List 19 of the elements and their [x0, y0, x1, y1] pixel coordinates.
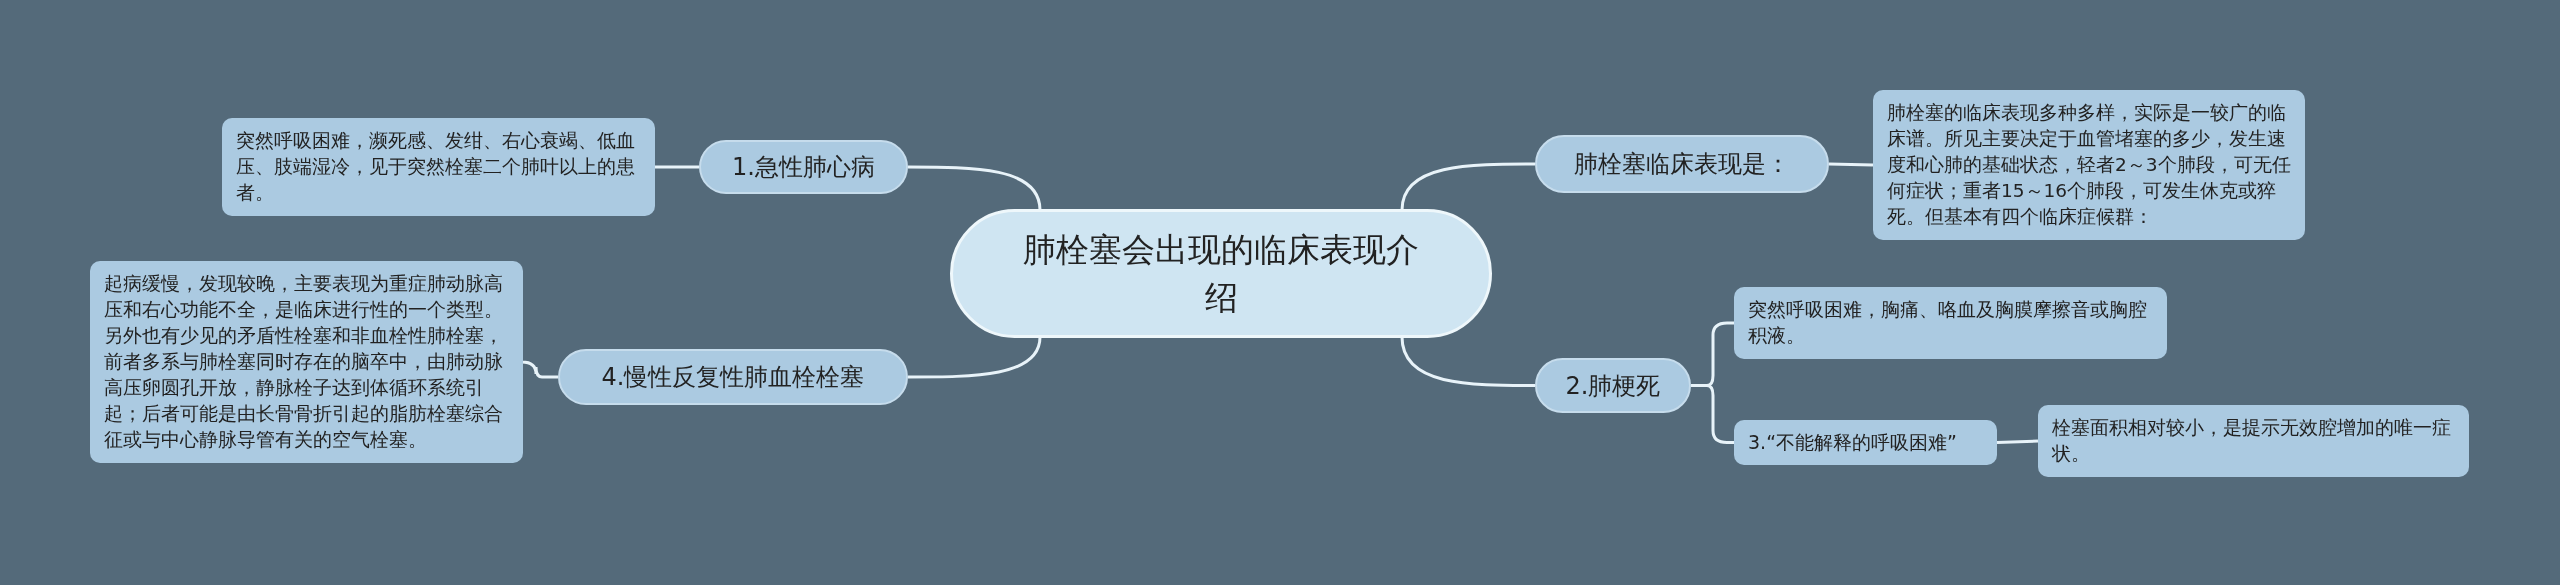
topic-pill: 1.急性肺心病	[699, 140, 908, 194]
connector-line	[908, 336, 1042, 379]
text-box: 突然呼吸困难，濒死感、发绀、右心衰竭、低血压、肢端湿冷，见于突然栓塞二个肺叶以上的患者。	[222, 118, 655, 216]
text-box: 3.“不能解释的呼吸困难”	[1734, 420, 1997, 465]
text-box: 起病缓慢，发现较晚，主要表现为重症肺动脉高压和右心功能不全，是临床进行性的一个类型。另外也有少见的矛盾性栓塞和非血栓性肺栓塞，前者多系与肺栓塞同时存在的脑卒中，由肺动脉高压卵圆孔开放，静脉栓子达到体循环系统引起；后者可能是由长骨骨折引起的脂肪栓塞综合征或与中心静脉导管有关的空气栓塞。	[90, 261, 523, 463]
connector-line	[1400, 336, 1535, 387]
connector-line	[655, 165, 699, 169]
connector-line	[1400, 162, 1535, 211]
central-topic: 肺栓塞会出现的临床表现介绍	[950, 209, 1492, 338]
topic-pill: 4.慢性反复性肺血栓栓塞	[558, 349, 908, 405]
connector-line	[1691, 384, 1734, 444]
connector-line	[1828, 162, 1874, 167]
topic-pill: 2.肺梗死	[1535, 358, 1691, 413]
connector-line	[1996, 439, 2039, 444]
text-box: 栓塞面积相对较小，是提示无效腔增加的唯一症状。	[2038, 405, 2469, 477]
connector-line	[908, 165, 1042, 211]
text-box: 肺栓塞的临床表现多种多样，实际是一较广的临床谱。所见主要决定于血管堵塞的多少，发生速度和心肺的基础状态，轻者2～3个肺段，可无任何症状；重者15～16个肺段，可发生休克或猝死。但基本有四个临床症候群：	[1873, 90, 2305, 240]
topic-pill: 肺栓塞临床表现是：	[1535, 135, 1829, 193]
text-box: 突然呼吸困难，胸痛、咯血及胸膜摩擦音或胸腔积液。	[1734, 287, 2167, 359]
